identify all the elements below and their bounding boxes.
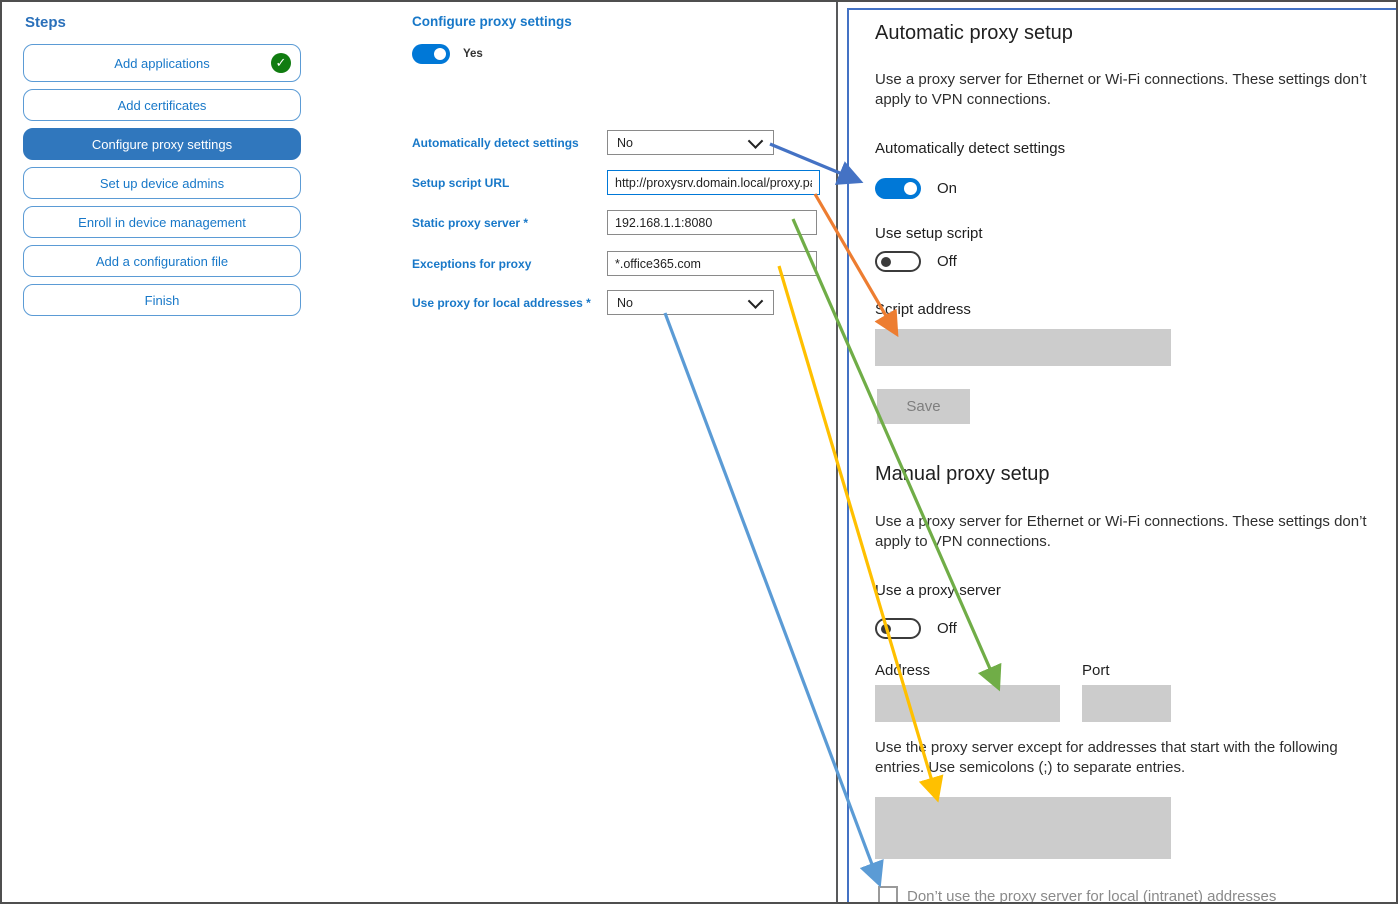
exceptions-textarea[interactable] [875, 797, 1171, 859]
windows-settings-panel: Automatic proxy setup Use a proxy server… [847, 8, 1396, 904]
automatic-proxy-description: Use a proxy server for Ethernet or Wi-Fi… [875, 71, 1367, 108]
use-setup-script-toggle[interactable] [875, 251, 921, 272]
step-label: Add a configuration file [95, 253, 229, 269]
step-label: Configure proxy settings [91, 136, 233, 152]
script-address-input[interactable] [875, 329, 1171, 366]
field-label: Use proxy for local addresses * [412, 295, 591, 310]
form-row-exceptions: Exceptions for proxy [412, 251, 817, 276]
step-label: Add certificates [117, 97, 207, 113]
step-enroll-in-device-management[interactable]: Enroll in device management [23, 206, 301, 238]
sidebar-title: Steps [25, 14, 66, 31]
select-value: No [617, 135, 633, 150]
step-add-certificates[interactable]: Add certificates [23, 89, 301, 121]
detect-settings-toggle[interactable] [875, 178, 921, 199]
proxy-enabled-label: Yes [463, 48, 483, 60]
address-label: Address [875, 662, 931, 679]
form-title: Configure proxy settings [412, 14, 572, 29]
step-label: Enroll in device management [78, 214, 246, 230]
form-row-detect-settings: Automatically detect settings No [412, 130, 774, 155]
proxy-enabled-toggle[interactable] [412, 44, 450, 64]
chevron-down-icon [747, 133, 764, 149]
save-button[interactable]: Save [877, 389, 970, 424]
local-addresses-select[interactable]: No [607, 290, 774, 315]
completed-check-icon: ✓ [271, 53, 291, 73]
field-label: Automatically detect settings [412, 135, 579, 150]
use-setup-script-toggle-row: Off [875, 251, 957, 272]
field-label: Exceptions for proxy [412, 256, 532, 271]
static-proxy-server-input[interactable] [607, 210, 817, 235]
form-row-static-proxy: Static proxy server * [412, 210, 817, 235]
use-proxy-server-toggle-row: Off [875, 618, 957, 639]
step-add-a-configuration-file[interactable]: Add a configuration file [23, 245, 301, 277]
proxy-exceptions-input[interactable] [607, 251, 817, 276]
manual-proxy-heading: Manual proxy setup [875, 463, 1050, 485]
use-proxy-server-label: Use a proxy server [875, 582, 1001, 599]
step-set-up-device-admins[interactable]: Set up device admins [23, 167, 301, 199]
chevron-down-icon [747, 293, 764, 309]
local-intranet-checkbox-row: Don’t use the proxy server for local (in… [878, 886, 1277, 904]
step-label: Set up device admins [99, 175, 225, 191]
field-label: Static proxy server * [412, 215, 529, 230]
setup-script-url-input[interactable] [607, 170, 820, 195]
script-address-label: Script address [875, 301, 971, 318]
toggle-state: Off [937, 620, 957, 637]
proxy-enabled-row: Yes [412, 44, 483, 64]
exceptions-description: Use the proxy server except for addresse… [875, 739, 1338, 776]
detect-settings-toggle-row: On [875, 178, 957, 199]
use-proxy-server-toggle[interactable] [875, 618, 921, 639]
step-label: Finish [144, 292, 180, 308]
local-intranet-checkbox-label: Don’t use the proxy server for local (in… [907, 888, 1277, 904]
step-label: Add applications [114, 55, 210, 71]
port-label: Port [1082, 662, 1110, 679]
automatic-proxy-heading: Automatic proxy setup [875, 22, 1073, 44]
local-intranet-checkbox[interactable] [878, 886, 898, 902]
step-add-applications[interactable]: Add applications ✓ [23, 44, 301, 82]
detect-settings-select[interactable]: No [607, 130, 774, 155]
detect-settings-label: Automatically detect settings [875, 140, 1066, 157]
pane-divider [836, 2, 838, 902]
step-configure-proxy-settings[interactable]: Configure proxy settings [23, 128, 301, 160]
form-row-setup-script-url: Setup script URL [412, 170, 820, 195]
steps-sidebar: Steps Add applications ✓ Add certificate… [23, 14, 303, 323]
address-input[interactable] [875, 685, 1060, 722]
toggle-state: On [937, 180, 958, 197]
use-setup-script-label: Use setup script [875, 225, 983, 242]
toggle-state: Off [937, 253, 957, 270]
form-row-local-addresses: Use proxy for local addresses * No [412, 290, 774, 315]
manual-proxy-description: Use a proxy server for Ethernet or Wi-Fi… [875, 513, 1367, 550]
field-label: Setup script URL [412, 175, 510, 190]
step-finish[interactable]: Finish [23, 284, 301, 316]
port-input[interactable] [1082, 685, 1171, 722]
select-value: No [617, 295, 633, 310]
